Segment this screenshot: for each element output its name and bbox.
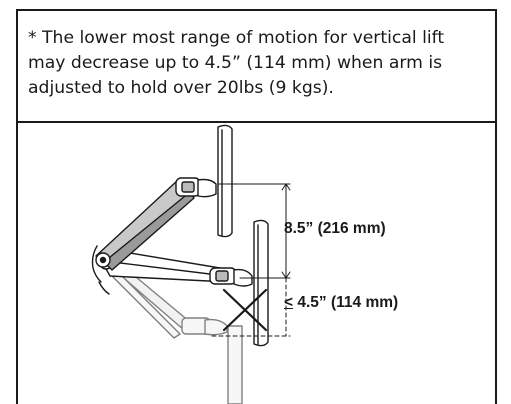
upper-tilter bbox=[175, 177, 217, 198]
lowered-arm-ghost bbox=[107, 261, 243, 404]
upper-arm bbox=[95, 179, 195, 271]
weight-note: * The lower most range of motion for ver… bbox=[28, 28, 445, 98]
lower-range-label: < 4.5” (114 mm) bbox=[284, 294, 398, 312]
note-box: * The lower most range of motion for ver… bbox=[18, 11, 495, 123]
less-equal-symbol: < bbox=[284, 294, 294, 311]
restricted-x-mark bbox=[222, 288, 268, 332]
lower-monitor bbox=[253, 219, 269, 347]
lower-tilter bbox=[209, 267, 253, 287]
upper-range-label: 8.5” (216 mm) bbox=[284, 220, 386, 237]
instruction-frame: * The lower most range of motion for ver… bbox=[16, 9, 497, 404]
upper-monitor bbox=[217, 124, 233, 238]
dimension-lines bbox=[211, 183, 291, 337]
lower-range-value: 4.5” (114 mm) bbox=[293, 294, 399, 311]
cable bbox=[91, 245, 102, 283]
